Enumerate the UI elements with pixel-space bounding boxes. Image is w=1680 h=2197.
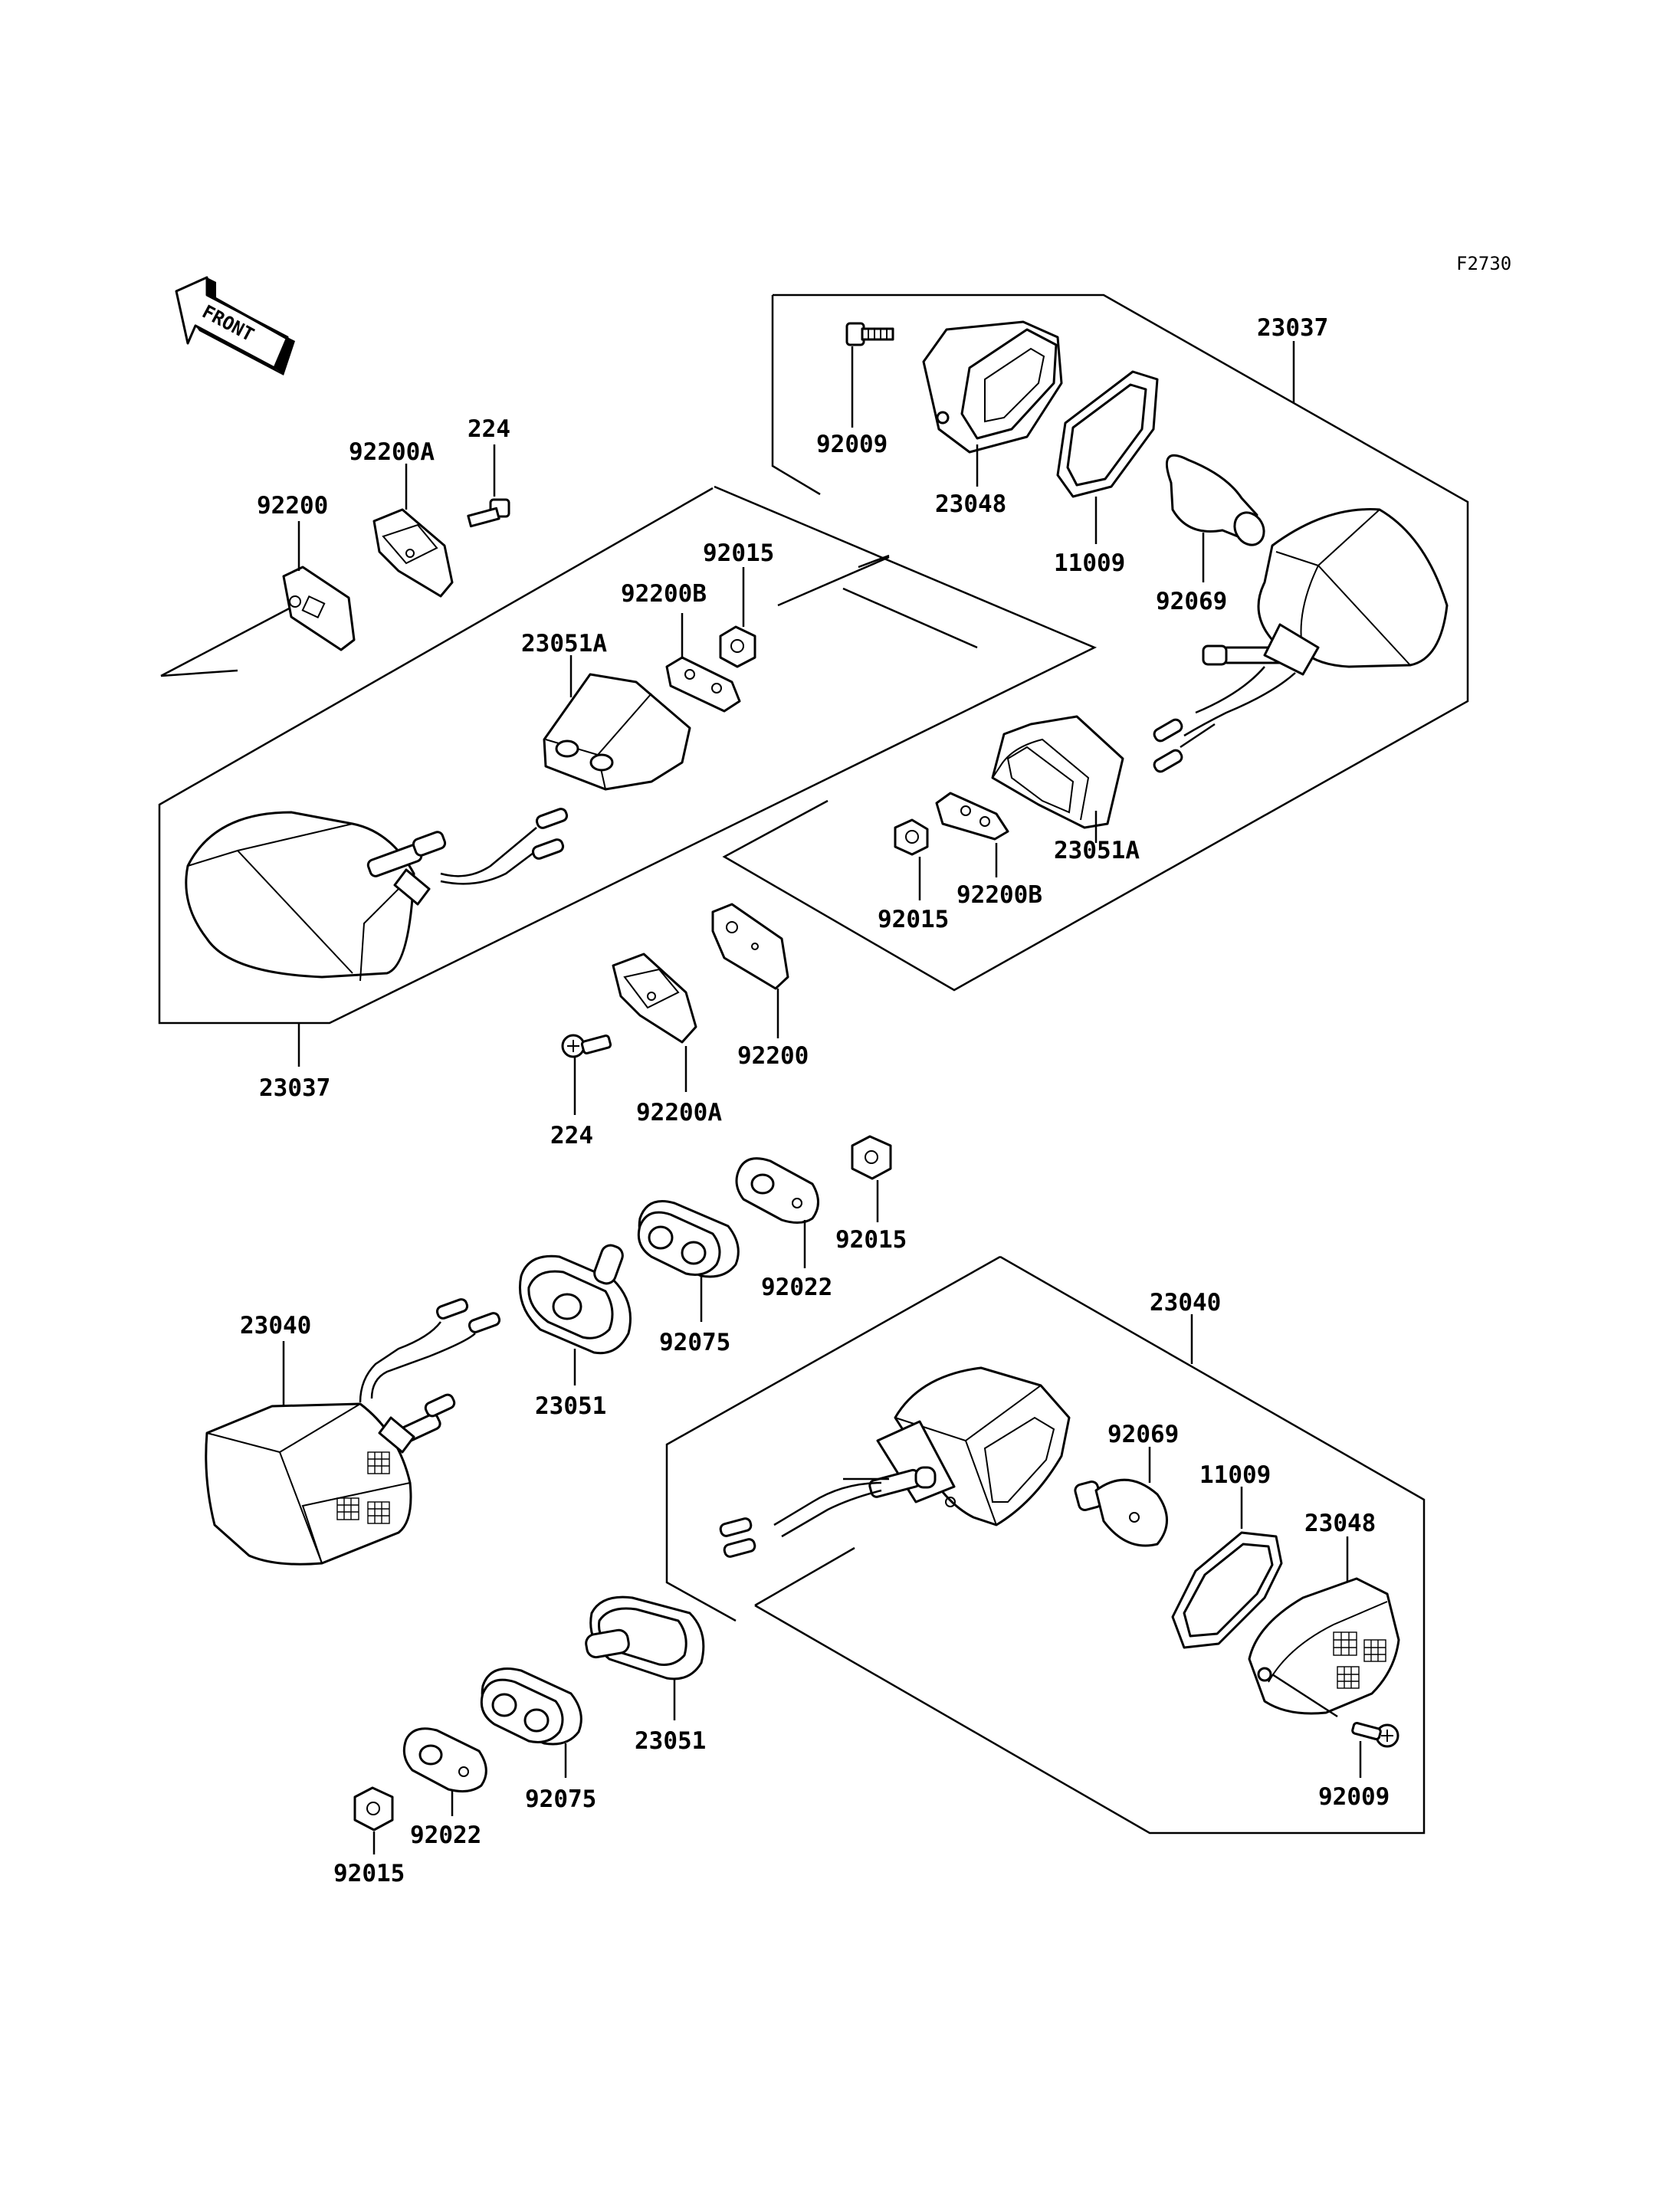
- label-92200-mid: 92200: [737, 1042, 809, 1070]
- nut-icon: [851, 1135, 892, 1180]
- turn-signal-housing-upper-left: [185, 811, 447, 982]
- lower-right-assembly-outline: [665, 1255, 1426, 1835]
- label-23040-lower-left: 23040: [240, 1312, 311, 1340]
- label-92009-upper: 92009: [816, 431, 888, 458]
- label-23051A-upper-left: 23051A: [521, 630, 607, 657]
- label-11009-upper: 11009: [1054, 549, 1125, 577]
- bulb-icon: [1165, 454, 1265, 546]
- label-92015-upper-left: 92015: [703, 539, 774, 567]
- label-23037-upper-left: 23037: [259, 1074, 330, 1102]
- label-23051-lower: 23051: [635, 1727, 706, 1755]
- label-11009-lower: 11009: [1199, 1461, 1271, 1489]
- holder-icon: [585, 1595, 705, 1681]
- nut-icon: [353, 1786, 394, 1831]
- turn-signal-housing-lower-right: [868, 1366, 1071, 1526]
- plate-icon: [665, 656, 741, 713]
- washer-icon: [402, 1727, 487, 1793]
- label-92069-lower: 92069: [1107, 1421, 1179, 1448]
- label-23037-upper-right: 23037: [1257, 314, 1328, 342]
- label-23048-upper: 23048: [935, 490, 1006, 518]
- plate-icon: [282, 566, 356, 651]
- holder-icon: [543, 673, 691, 791]
- label-92069-upper: 92069: [1156, 588, 1227, 615]
- nut-icon: [719, 625, 756, 668]
- label-92200B-upper-right: 92200B: [956, 881, 1042, 909]
- turn-signal-housing-lower-left: [205, 1393, 456, 1566]
- label-92200A-mid: 92200A: [636, 1099, 722, 1126]
- plate-icon: [711, 903, 789, 990]
- nut-icon: [894, 818, 929, 856]
- plate-icon: [935, 792, 1009, 841]
- label-92200B-upper-left: 92200B: [621, 580, 707, 608]
- wire-harness-lower-left: [359, 1298, 501, 1403]
- label-92022-mid: 92022: [761, 1274, 832, 1301]
- label-92075-lower: 92075: [525, 1785, 596, 1813]
- wire-harness-lower-right: [719, 1477, 889, 1558]
- holder-icon: [518, 1244, 632, 1355]
- label-92015-mid: 92015: [835, 1226, 907, 1254]
- gasket-icon: [1171, 1531, 1283, 1649]
- lens-icon: [922, 320, 1063, 454]
- washer-icon: [735, 1157, 819, 1224]
- damper-icon: [480, 1667, 582, 1746]
- label-92075-mid: 92075: [659, 1329, 730, 1356]
- gasket-icon: [1056, 370, 1159, 498]
- turn-signal-housing-upper-right: [1202, 508, 1449, 676]
- upper-left-assembly-outline: [158, 485, 1098, 1025]
- upper-right-assembly-outline: [722, 293, 1469, 992]
- front-arrow-icon: FRONT: [175, 276, 295, 375]
- label-23051A-upper-right: 23051A: [1054, 837, 1140, 864]
- wire-harness-upper-right: [1153, 666, 1296, 773]
- damper-icon: [637, 1200, 740, 1278]
- screw-icon: [561, 1034, 612, 1058]
- label-92015-lower: 92015: [333, 1860, 405, 1887]
- wire-harness-upper-left: [440, 808, 569, 885]
- bracket-icon: [612, 953, 697, 1044]
- label-23048-lower: 23048: [1304, 1510, 1376, 1537]
- bulb-icon: [1074, 1478, 1168, 1547]
- label-92015-upper-right: 92015: [878, 906, 949, 933]
- bracket-icon: [372, 508, 454, 598]
- figure-code: F2730: [1456, 253, 1511, 274]
- holder-icon: [991, 715, 1124, 829]
- label-92200-upper-left: 92200: [257, 492, 328, 520]
- screw-icon: [845, 322, 894, 346]
- label-224-upper-left: 224: [468, 415, 510, 443]
- lens-icon: [1248, 1577, 1400, 1715]
- screw-icon: [1351, 1721, 1399, 1748]
- screw-icon: [467, 498, 510, 528]
- label-23040-lower-right: 23040: [1150, 1289, 1221, 1317]
- label-92009-lower: 92009: [1318, 1783, 1390, 1811]
- label-224-mid: 224: [550, 1122, 593, 1149]
- label-92200A-upper-left: 92200A: [349, 438, 435, 466]
- label-23051-mid: 23051: [535, 1392, 606, 1420]
- label-92022-lower: 92022: [410, 1822, 481, 1849]
